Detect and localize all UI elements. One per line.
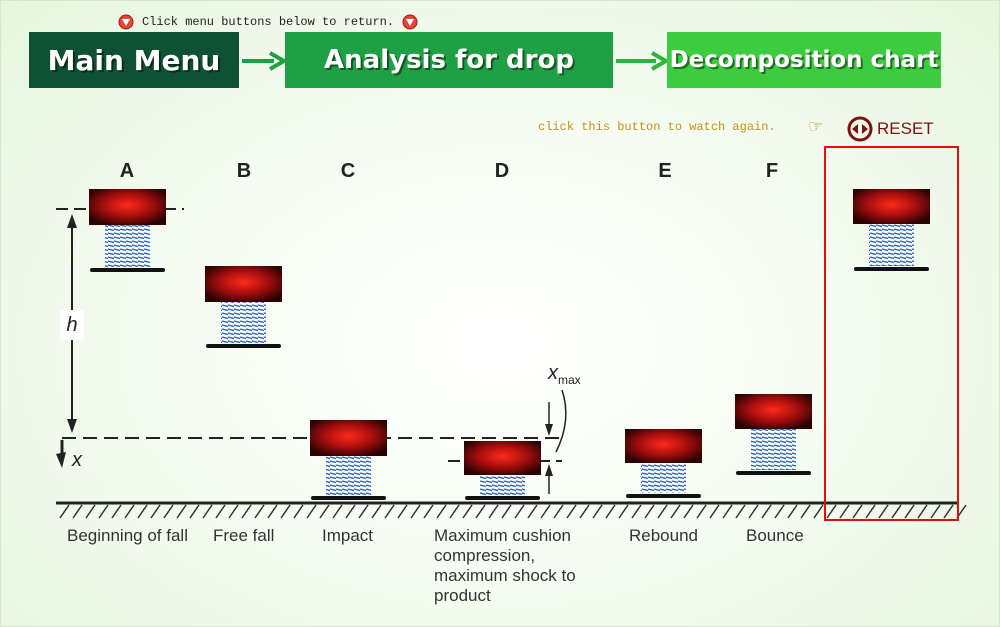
- cushion-spring: [326, 456, 371, 495]
- height-symbol: h: [60, 310, 84, 340]
- cushion-base: [626, 494, 701, 498]
- max-compression-symbol: xmax: [548, 362, 581, 387]
- product-block: [464, 441, 541, 475]
- product-block: [89, 189, 166, 225]
- cushion-base: [854, 267, 929, 271]
- cushion-spring: [480, 475, 525, 495]
- product-block: [310, 420, 387, 456]
- product-block: [853, 189, 930, 224]
- red-down-arrow-icon: [118, 14, 134, 30]
- xmax-base: x: [548, 362, 558, 384]
- replay-hint: click this button to watch again.: [538, 120, 776, 134]
- cushion-spring: [105, 225, 150, 267]
- product-e: [625, 429, 702, 498]
- decomposition-chart-button[interactable]: Decomposition chart: [667, 32, 941, 88]
- reset-label: RESET: [877, 119, 934, 138]
- cushion-base: [206, 344, 281, 348]
- xmax-subscript: max: [558, 373, 581, 387]
- product-block: [625, 429, 702, 463]
- reset-circle-icon: [847, 116, 873, 142]
- caption-impact: Impact: [322, 526, 374, 545]
- cushion-base: [90, 268, 165, 272]
- product-f: [735, 394, 812, 475]
- analysis-for-drop-button[interactable]: Analysis for drop: [285, 32, 613, 88]
- caption-bounce: Bounce: [746, 526, 804, 545]
- stage-letter-c: C: [340, 160, 356, 182]
- cushion-spring: [869, 224, 914, 266]
- cushion-base: [311, 496, 386, 500]
- xmax-dimension: [545, 389, 567, 494]
- product-b: [205, 266, 282, 348]
- reset-button[interactable]: RESET: [847, 116, 934, 142]
- caption-rebound: Rebound: [629, 526, 699, 545]
- cushion-spring: [751, 429, 796, 470]
- stage-letter-f: F: [765, 160, 779, 182]
- displacement-symbol: x: [72, 449, 82, 471]
- green-right-arrow-icon: [242, 51, 286, 71]
- red-down-arrow-icon: [402, 14, 418, 30]
- product-a: [89, 189, 166, 272]
- main-menu-button[interactable]: Main Menu: [29, 32, 239, 88]
- product-c: [310, 420, 387, 500]
- stage-letter-e: E: [658, 160, 672, 182]
- product-block: [735, 394, 812, 429]
- cushion-base: [736, 471, 811, 475]
- stage-letter-a: A: [119, 160, 135, 182]
- ground-line: [56, 501, 967, 519]
- pointing-hand-icon: ☞: [808, 117, 824, 136]
- caption-beginning-of-fall: Beginning of fall: [67, 526, 188, 545]
- product-animated: [853, 189, 930, 271]
- stage-letter-b: B: [236, 160, 252, 182]
- cushion-spring: [641, 463, 686, 493]
- green-right-arrow-icon: [616, 51, 668, 71]
- stage-letter-d: D: [494, 160, 510, 182]
- product-block: [205, 266, 282, 302]
- caption-maximum-compression: Maximum cushion compression, maximum sho…: [434, 526, 576, 605]
- caption-free-fall: Free fall: [213, 526, 275, 545]
- x-direction-arrow: [56, 440, 66, 468]
- return-hint: Click menu buttons below to return.: [118, 12, 418, 32]
- product-d: [464, 441, 541, 500]
- return-hint-text: Click menu buttons below to return.: [142, 15, 395, 29]
- cushion-base: [465, 496, 540, 500]
- animation-frame: [824, 146, 959, 521]
- cushion-spring: [221, 302, 266, 343]
